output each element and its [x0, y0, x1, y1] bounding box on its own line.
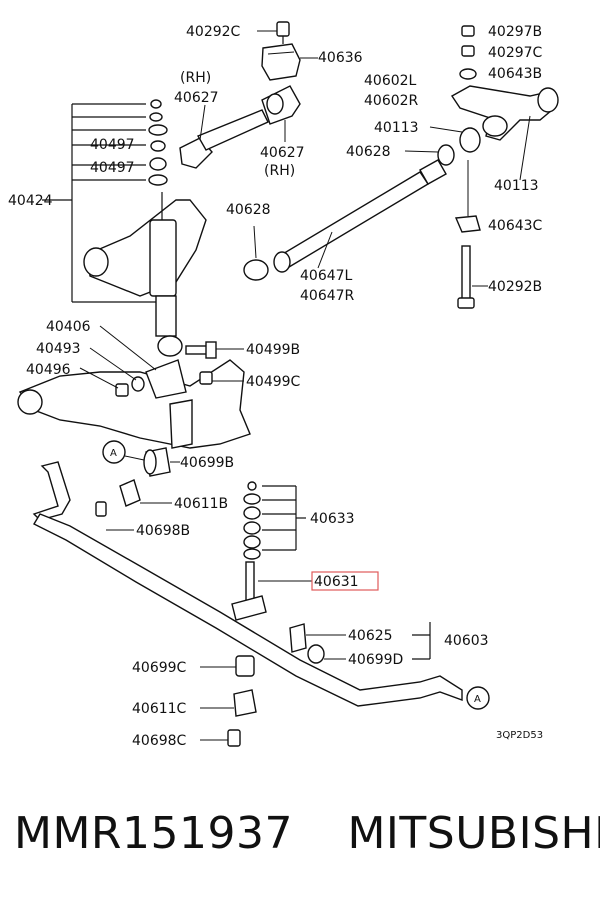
label-40497-b: 40497 [90, 160, 135, 176]
diagram-code: 3QP2D53 [496, 730, 543, 741]
label-40698c: 40698C [132, 733, 187, 749]
label-40643b: 40643B [488, 66, 542, 82]
shaft-40627-icon [179, 85, 301, 169]
label-40424: 40424 [8, 193, 53, 209]
label-40603: 40603 [444, 633, 489, 649]
bushing-40625-icon [289, 623, 307, 653]
label-40698b: 40698B [136, 523, 190, 539]
torsion-bar-40647-icon [243, 159, 447, 281]
label-40699b: 40699B [180, 455, 234, 471]
label-40631: 40631 [314, 574, 359, 590]
bushing-40699b-icon [143, 447, 171, 477]
label-40602l: 40602L [364, 73, 417, 89]
nut-40297b-icon [461, 25, 475, 37]
shock-absorber-icon [149, 192, 183, 357]
label-40627-upper: 40627 [174, 90, 219, 106]
part-number: MMR151937 [14, 808, 293, 859]
nut-40496-icon [115, 383, 129, 397]
footer: MMR151937 MITSUBISHI [14, 808, 600, 878]
label-40499b: 40499B [246, 342, 300, 358]
link-washers-icon [243, 481, 261, 560]
label-40297c: 40297C [488, 45, 543, 61]
bushing-40699c-icon [235, 655, 255, 677]
label-40611b: 40611B [174, 496, 228, 512]
bracket-40611c-icon [233, 689, 257, 717]
svg-text:A: A [110, 448, 117, 459]
washer-stack-icon [148, 99, 168, 186]
label-40643c: 40643C [488, 218, 543, 234]
bushing-40699d-icon [307, 644, 325, 664]
label-40627-lower: 40627 [260, 145, 305, 161]
washer-40643b-icon [459, 68, 477, 80]
svg-text:A: A [474, 694, 481, 705]
bolt-40292b-icon [457, 245, 475, 309]
ref-marker-a-left: A [102, 440, 126, 464]
label-40647l: 40647L [300, 268, 353, 284]
label-40636: 40636 [318, 50, 363, 66]
label-40292b: 40292B [488, 279, 542, 295]
nut-40297c-icon [461, 45, 475, 57]
bracket-40611b-icon [119, 479, 141, 507]
label-40497-a: 40497 [90, 137, 135, 153]
label-40602r: 40602R [364, 93, 419, 109]
label-40493: 40493 [36, 341, 81, 357]
stabilizer-bar-icon [32, 461, 463, 707]
upper-arm-icon [83, 199, 207, 297]
label-rh-upper: (RH) [180, 70, 211, 86]
ref-marker-a-right: A [466, 686, 490, 710]
bolt-40698b-icon [95, 501, 107, 517]
bolt-40499c-icon [199, 371, 213, 385]
label-rh-lower: (RH) [264, 163, 295, 179]
bolt-40698c-icon [227, 729, 241, 747]
bolt-40499b-icon [185, 341, 217, 359]
washer-40493-icon [131, 376, 145, 392]
label-40292c: 40292C [186, 24, 241, 40]
link-bolt-40631-icon [231, 561, 267, 621]
label-40611c: 40611C [132, 701, 187, 717]
label-40628-lower: 40628 [226, 202, 271, 218]
label-40499c: 40499C [246, 374, 301, 390]
bushing-40113-icon [437, 127, 481, 166]
label-40647r: 40647R [300, 288, 355, 304]
label-40699d: 40699D [348, 652, 403, 668]
label-40113-lower: 40113 [494, 178, 539, 194]
label-40496: 40496 [26, 362, 71, 378]
washer-40643c-icon [454, 215, 481, 233]
label-40633: 40633 [310, 511, 355, 527]
brand-name: MITSUBISHI [347, 808, 600, 859]
highlight-40631 [311, 571, 379, 591]
label-40113-upper: 40113 [374, 120, 419, 136]
bracket-40636-icon [261, 43, 301, 81]
label-40628-upper: 40628 [346, 144, 391, 160]
suspension-parts-diagram: A A [8, 21, 559, 749]
label-40625: 40625 [348, 628, 393, 644]
label-40699c: 40699C [132, 660, 187, 676]
arm-40602-icon [450, 85, 559, 141]
bolt-40292c-icon [276, 21, 290, 44]
label-40297b: 40297B [488, 24, 542, 40]
label-40406: 40406 [46, 319, 91, 335]
